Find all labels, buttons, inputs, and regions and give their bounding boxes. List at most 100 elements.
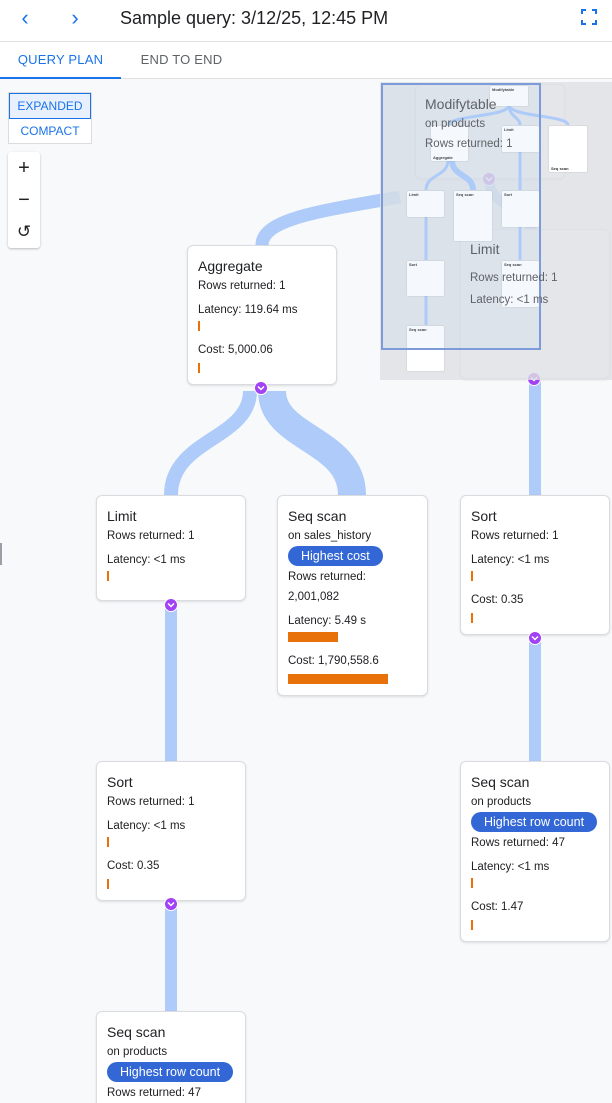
node-title: Limit [107,508,137,524]
node-cost: Cost: 5,000.06 [198,344,273,356]
minimap-viewport[interactable] [381,83,541,350]
limit-right-node-latency: Latency: <1 ms [470,294,549,306]
resize-handle[interactable] [0,543,2,565]
node-latency: Latency: 5.49 s [288,615,366,627]
compact-option[interactable]: COMPACT [20,124,80,138]
minimap-node-title: Sort [504,192,512,197]
minimap-node-title: Modifytable [492,87,515,92]
limit-right-node-rows: Rows returned: 1 [470,272,558,284]
minimap-node-title: Seq scan [504,262,522,267]
fullscreen-icon[interactable] [580,8,598,26]
minimap-node: Sort [407,261,444,296]
minimap-node-title: Sort [409,262,417,267]
cost-bar [288,674,388,684]
latency-bar [107,571,109,581]
highest-row-count-badge: Highest row count [471,812,598,832]
tab-bar: QUERY PLAN END TO END [0,42,612,79]
node-title: Sort [471,508,497,524]
node-rows: Rows returned: 1 [107,796,195,808]
chevron-right-icon: › [71,5,79,30]
node-title: Seq scan [107,1024,166,1040]
reset-zoom-button[interactable]: ↺ [16,222,32,241]
node-latency: Latency: <1 ms [107,554,186,566]
node-cost: Cost: 0.35 [107,860,160,872]
query-plan-canvas[interactable]: Aggregate Rows returned: 1 Latency: 119.… [0,79,612,1103]
chevron-left-icon: ‹ [21,5,29,30]
node-table: on sales_history [288,530,372,542]
modifytable-node-rows: Rows returned: 1 [425,138,513,150]
zoom-out-button[interactable]: − [18,189,30,211]
node-rows: Rows returned: 47 [107,1087,201,1099]
node-cost: Cost: 1.47 [471,901,524,913]
expand-chevron-icon[interactable] [528,631,542,645]
node-table: on products [471,796,532,808]
expand-chevron-icon[interactable] [254,381,268,395]
node-seq-scan-products-bottom[interactable]: Seq scan on products Highest row count R… [96,1011,246,1103]
node-rows-value: 2,001,082 [288,591,340,603]
node-aggregate[interactable]: Aggregate Rows returned: 1 Latency: 119.… [187,245,337,385]
zoom-in-button[interactable]: + [18,157,30,179]
minimap-node: Seq scan [454,191,492,241]
minimap-edges [424,104,570,325]
minimap-node-title: Limit [409,192,419,197]
node-rows: Rows returned: 1 [471,530,559,542]
minimap-node: Limit [502,126,539,152]
modifytable-node-title: Modifytable [425,96,497,112]
node-title: Aggregate [198,258,263,274]
tab-query-plan[interactable]: QUERY PLAN [0,42,121,79]
latency-bar [198,321,200,331]
node-table: on products [107,1046,168,1058]
node-limit[interactable]: Limit Rows returned: 1 Latency: <1 ms [96,495,246,601]
minimap-node-title: Limit [504,127,514,132]
minimap-node: Seq scan [502,261,539,307]
node-rows: Rows returned: 1 [107,530,195,542]
latency-bar [471,878,473,888]
node-sort-right[interactable]: Sort Rows returned: 1 Latency: <1 ms Cos… [460,495,610,635]
node-title: Sort [107,774,133,790]
edge-aggregate-limit [164,390,257,496]
minimap-node-title: Aggregate [433,155,453,160]
limit-right-node-title: Limit [470,241,500,257]
minimap-node: Seq scan [549,126,587,172]
node-title: Seq scan [471,774,530,790]
minimap-node: Sort [502,191,539,227]
node-rows: Rows returned: 47 [471,837,565,849]
node-seq-scan-sales-history[interactable]: Seq scan on sales_history Highest cost R… [277,495,428,696]
header: ‹ › Sample query: 3/12/25, 12:45 PM [0,0,612,42]
page-title: Sample query: 3/12/25, 12:45 PM [120,8,389,28]
tab-end-to-end[interactable]: END TO END [140,52,223,67]
node-latency: Latency: <1 ms [471,861,550,873]
cost-bar [471,613,473,623]
latency-bar [107,837,109,847]
expand-chevron-icon[interactable] [164,897,178,911]
expand-chevron-icon[interactable] [164,598,178,612]
node-rows: Rows returned: 1 [198,280,286,292]
node-rows: Rows returned: [288,571,366,583]
zoom-controls: + − ↺ [8,152,40,248]
latency-bar [288,632,338,642]
node-title: Seq scan [288,508,347,524]
forward-button[interactable]: › [60,6,90,30]
cost-bar [198,363,200,373]
view-mode-toggle: EXPANDED COMPACT [8,92,92,144]
minimap-node-title: Seq scan [551,166,569,171]
node-latency: Latency: <1 ms [107,820,186,832]
cost-bar [107,879,109,889]
latency-bar [471,571,473,581]
minimap-node-title: Seq scan [456,192,474,197]
node-latency: Latency: 119.64 ms [198,304,298,316]
highest-row-count-badge: Highest row count [107,1062,234,1082]
node-cost: Cost: 0.35 [471,594,524,606]
edge-aggregate-parent [255,190,402,247]
minimap-node: Modifytable [490,86,528,106]
node-seq-scan-products-right[interactable]: Seq scan on products Highest row count R… [460,761,610,942]
expanded-option[interactable]: EXPANDED [9,93,91,119]
node-sort-left[interactable]: Sort Rows returned: 1 Latency: <1 ms Cos… [96,761,246,901]
modifytable-node-table: on products [425,118,486,130]
minimap[interactable]: Modifytable Aggregate Limit Seq scan Lim… [380,82,612,380]
cost-bar [471,920,473,930]
highest-cost-badge: Highest cost [288,546,383,566]
back-button[interactable]: ‹ [10,6,40,30]
minimap-node-title: Seq scan [409,327,427,332]
node-cost: Cost: 1,790,558.6 [288,655,379,667]
